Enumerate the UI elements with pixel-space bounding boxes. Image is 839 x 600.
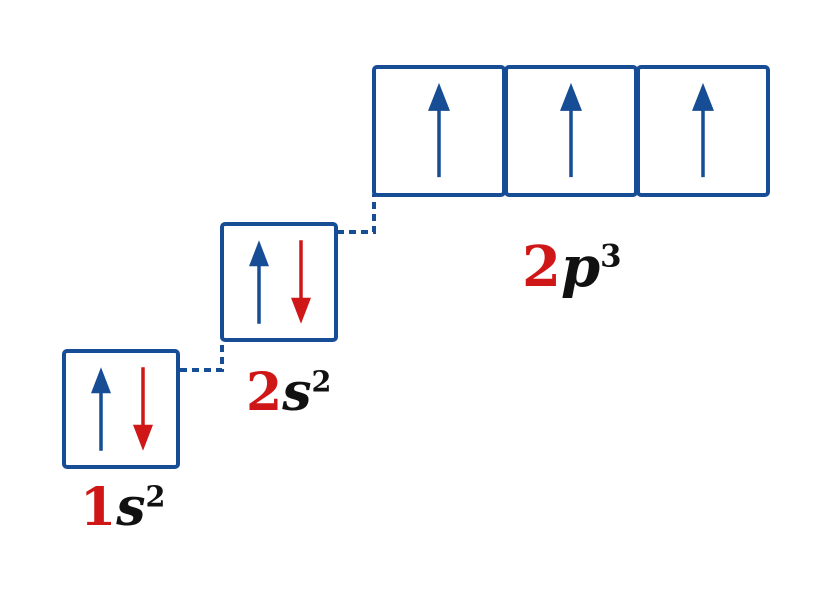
connector-2s-to-2p <box>337 194 376 234</box>
orbital-2s-box-1-spin-up-arrow <box>249 240 269 324</box>
orbital-label-2s: 2s2 <box>246 367 331 419</box>
orbital-1s-box-1-spin-up-arrow <box>91 367 111 451</box>
connector-1s-to-2s <box>180 340 224 372</box>
orbital-label-1s-electrons: 2 <box>145 479 166 514</box>
orbital-label-2s-number: 2 <box>246 362 283 423</box>
orbital-2p-box-3-spin-up-arrow <box>692 82 714 178</box>
orbital-connectors <box>180 194 376 372</box>
orbital-2p-box-2-spin-up-arrow-head <box>560 82 582 111</box>
orbital-label-2p-number: 2 <box>522 234 561 300</box>
orbital-2p-box-1-spin-up-arrow <box>428 82 450 178</box>
orbital-2p-box-2-spin-up-arrow <box>560 82 582 178</box>
orbital-label-2p: 2p3 <box>522 239 622 295</box>
orbital-label-1s-letter: s <box>116 477 146 538</box>
orbital-1s-box-1-spin-up-arrow-head <box>91 367 111 394</box>
orbital-1s-box-1-spin-down-arrow-head <box>133 424 153 451</box>
orbital-label-1s-number: 1 <box>80 477 117 538</box>
orbital-1s-box-1 <box>62 349 180 469</box>
orbital-label-2p-letter: p <box>560 234 601 300</box>
orbital-2p-box-3-spin-up-arrow-head <box>692 82 714 111</box>
orbital-2s-box-1-spin-down-arrow <box>291 240 311 324</box>
orbital-1s-box-1-spin-down-arrow <box>133 367 153 451</box>
orbital-boxes <box>62 65 770 469</box>
orbital-2s-box-1-spin-up-arrow-head <box>249 240 269 267</box>
orbital-label-2p-electrons: 3 <box>600 238 622 275</box>
orbital-2s-box-1 <box>220 222 338 342</box>
orbital-2p-box-1-spin-up-arrow-head <box>428 82 450 111</box>
orbital-label-2s-letter: s <box>282 362 312 423</box>
orbital-2s-box-1-spin-down-arrow-head <box>291 297 311 324</box>
orbital-label-2s-electrons: 2 <box>311 364 332 399</box>
orbital-label-1s: 1s2 <box>80 482 165 534</box>
